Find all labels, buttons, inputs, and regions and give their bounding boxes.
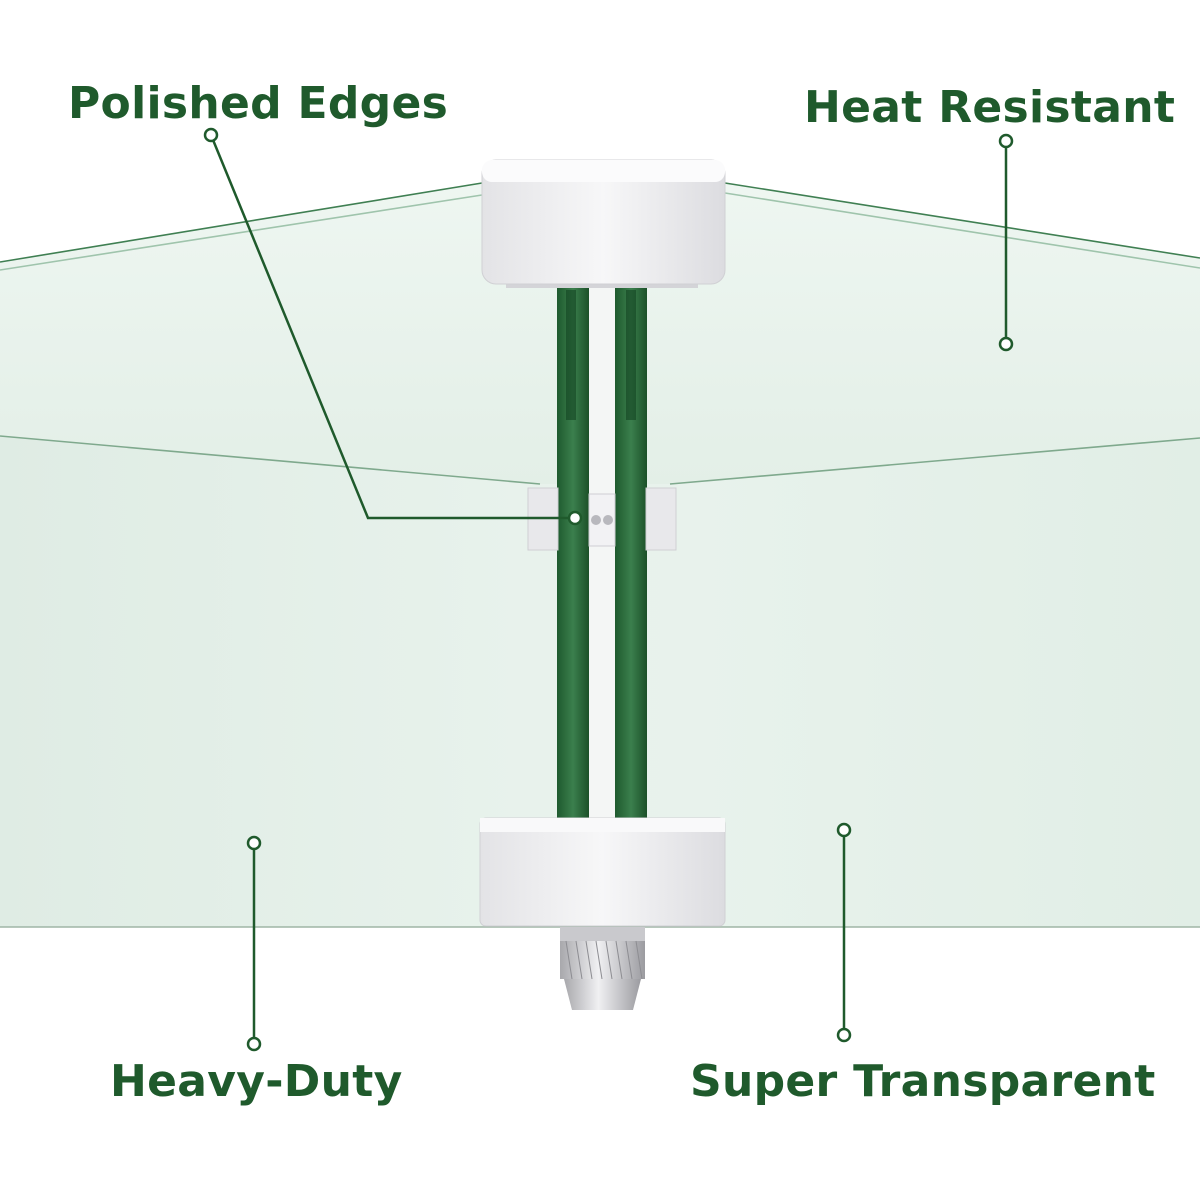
callout-label-polished-edges: Polished Edges <box>68 78 449 129</box>
marker-super-bottom <box>836 1027 852 1043</box>
top-bracket <box>481 159 726 288</box>
marker-heavy-bottom <box>246 1036 262 1052</box>
callout-label-heat-resistant: Heat Resistant <box>804 82 1176 133</box>
marker-heavy-top <box>246 835 262 851</box>
leader-polished-edges <box>209 134 575 520</box>
marker-super-top <box>836 822 852 838</box>
callout-label-super-transparent: Super Transparent <box>690 1056 1156 1107</box>
marker-heat-top <box>998 133 1014 149</box>
marker-heat-bottom <box>998 336 1014 352</box>
marker-polished-end <box>567 510 583 526</box>
callout-markers <box>203 127 1014 1052</box>
marker-polished-start <box>203 127 219 143</box>
bottom-bracket <box>479 817 726 927</box>
callout-label-heavy-duty: Heavy-Duty <box>110 1056 403 1107</box>
callout-leaders <box>209 134 1008 1044</box>
adjustment-knob <box>560 927 645 1010</box>
